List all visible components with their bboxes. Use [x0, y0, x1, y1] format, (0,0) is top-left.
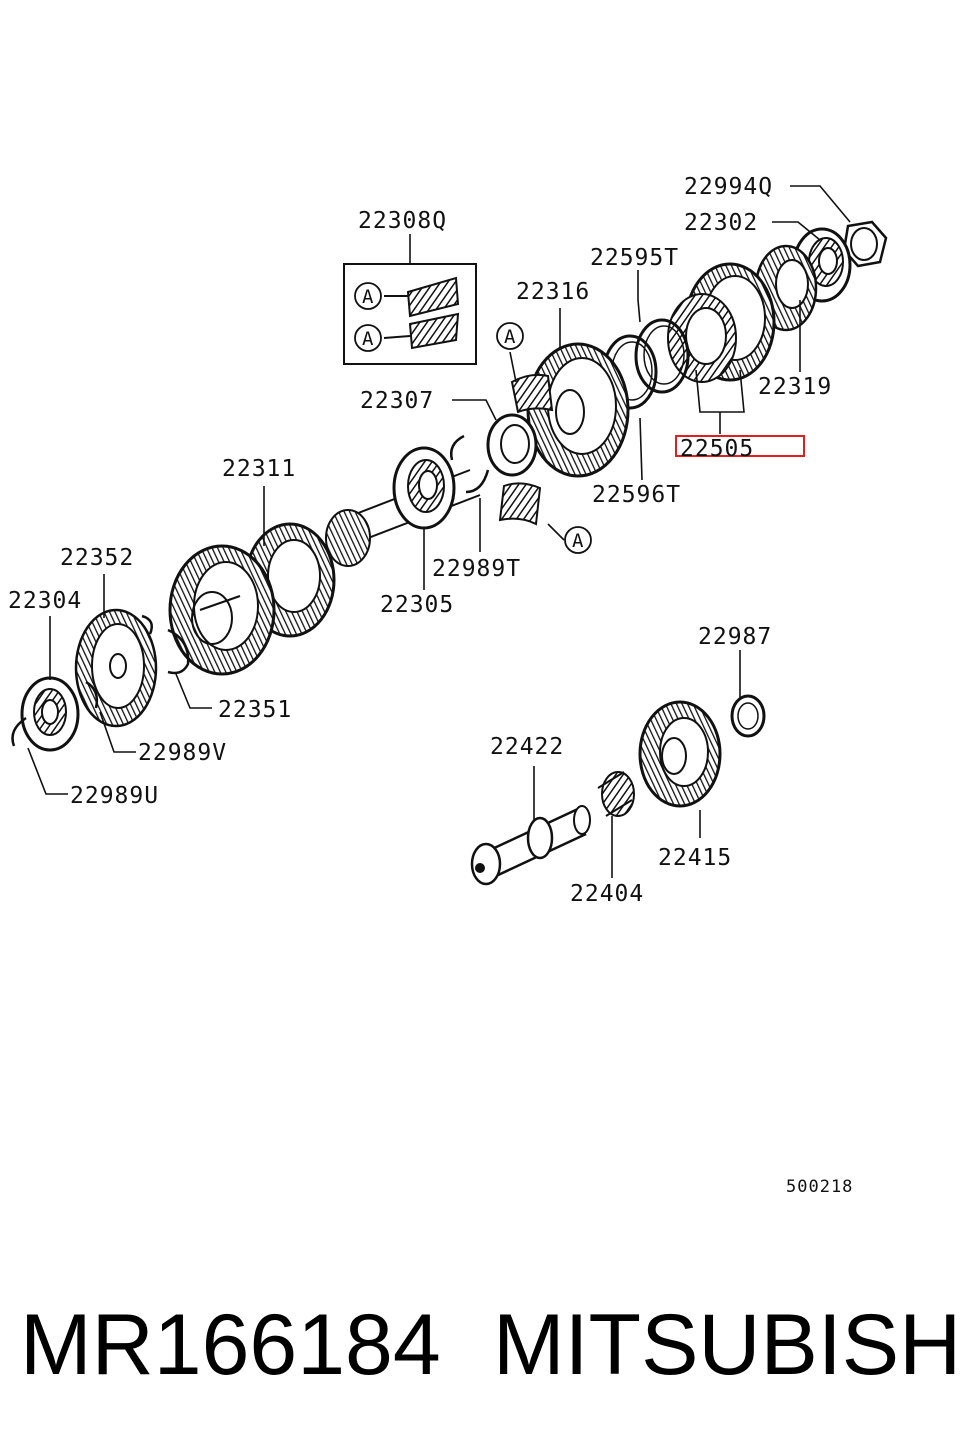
brand-caption: MITSUBISHI — [493, 1297, 960, 1393]
label-22989U: 22989U — [70, 783, 159, 809]
thrust-washer-22987 — [730, 694, 766, 738]
callout-circle-lower — [564, 526, 592, 554]
callout-marker-box-upper: A — [362, 286, 374, 308]
label-22304: 22304 — [8, 588, 82, 614]
label-22308Q: 22308Q — [358, 208, 447, 234]
callout-markers: A A A A — [362, 286, 584, 552]
needle-bearing-22404 — [597, 771, 635, 817]
shaft-22422 — [470, 805, 591, 886]
label-22307: 22307 — [360, 388, 434, 414]
label-22415: 22415 — [658, 845, 732, 871]
label-22994Q: 22994Q — [684, 174, 773, 200]
callout-marker-lower: A — [572, 530, 584, 552]
callout-marker-upper: A — [504, 326, 516, 348]
label-22311: 22311 — [222, 456, 296, 482]
callout-box-22308Q — [343, 263, 477, 365]
shaft-22311 — [168, 509, 371, 676]
leader-lines — [27, 185, 851, 878]
needle-bearing-upper-half — [510, 373, 554, 414]
label-22404: 22404 — [570, 881, 644, 907]
label-22987: 22987 — [698, 624, 772, 650]
label-22352: 22352 — [60, 545, 134, 571]
label-22302: 22302 — [684, 210, 758, 236]
gear-22415 — [638, 700, 722, 808]
label-22351: 22351 — [218, 697, 292, 723]
label-22305: 22305 — [380, 592, 454, 618]
snap-ring-small-upper — [450, 434, 465, 461]
bearing-22304 — [20, 676, 80, 752]
bearing-22305 — [392, 446, 456, 530]
label-22422: 22422 — [490, 734, 564, 760]
label-22316: 22316 — [516, 279, 590, 305]
sensor-rotor-22352 — [74, 608, 158, 728]
callout-marker-box-lower: A — [362, 328, 374, 350]
label-22989T: 22989T — [432, 556, 521, 582]
collar-22307 — [486, 413, 538, 477]
label-22596T: 22596T — [592, 482, 681, 508]
callout-circle-upper — [496, 322, 524, 350]
label-22319: 22319 — [758, 374, 832, 400]
highlight-box-22505 — [675, 435, 805, 457]
snap-ring-small-mid — [141, 614, 153, 635]
figure-code: 500218 — [786, 1177, 853, 1197]
synchro-ring-22595T — [634, 318, 690, 394]
snap-ring-22989V — [85, 680, 99, 709]
needle-bearing-lower-half — [498, 482, 542, 526]
gear-22316 — [526, 342, 630, 478]
label-22989V: 22989V — [138, 740, 227, 766]
label-22505: 22505 — [680, 436, 754, 462]
label-22595T: 22595T — [590, 245, 679, 271]
snap-ring-22351 — [167, 628, 190, 675]
part-labels: 22994Q 22302 22595T 22308Q 22316 22319 2… — [8, 174, 832, 907]
synchronizer-sleeve-22505 — [667, 262, 776, 383]
snap-ring-22989T — [465, 469, 490, 494]
snap-ring-22989U — [11, 716, 27, 747]
part-number-caption: MR166184 — [20, 1297, 441, 1393]
